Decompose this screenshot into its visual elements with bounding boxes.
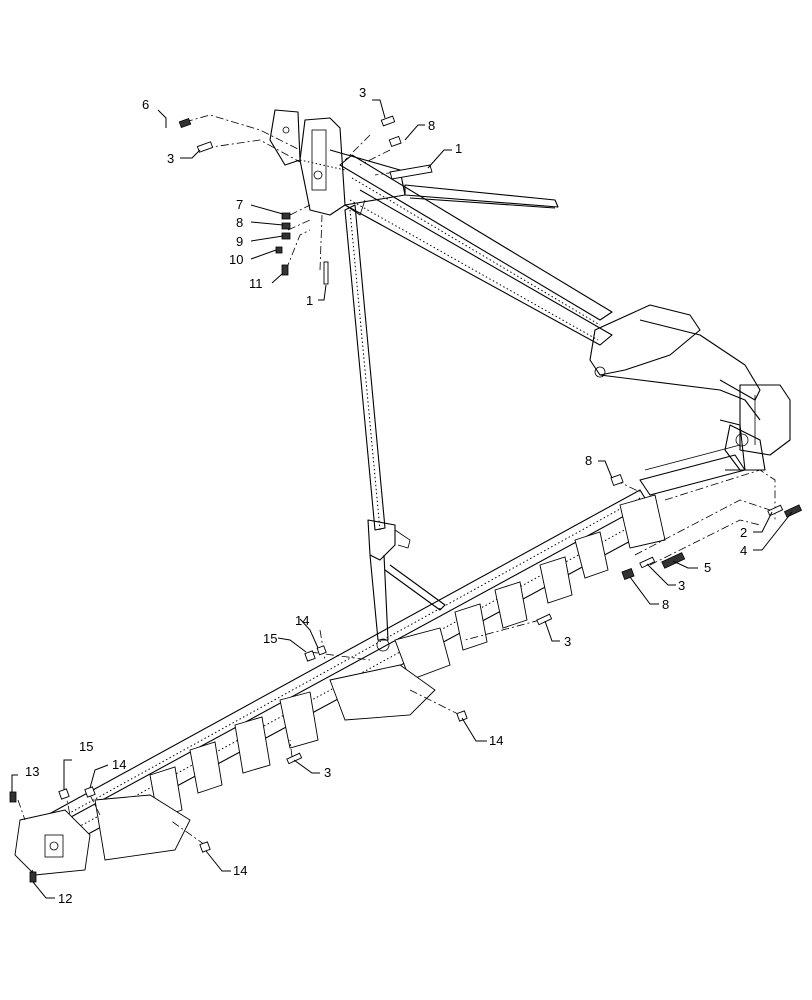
callout-7: 7 bbox=[236, 197, 243, 212]
decal-8c bbox=[610, 473, 624, 487]
decal-11 bbox=[281, 264, 289, 276]
decal-3e bbox=[286, 752, 303, 765]
row-unit-brackets bbox=[14, 494, 666, 876]
decal-3a bbox=[196, 141, 214, 153]
callout-15: 15 bbox=[79, 739, 93, 754]
callout-2: 2 bbox=[740, 525, 747, 540]
diagonal-strut bbox=[344, 204, 446, 652]
callout-9: 9 bbox=[236, 234, 243, 249]
decal-14d bbox=[199, 841, 211, 853]
decal-14a bbox=[316, 645, 327, 656]
decal-1a bbox=[389, 164, 433, 180]
callout-4: 4 bbox=[740, 543, 747, 558]
callout-8: 8 bbox=[428, 118, 435, 133]
callout-labels: 6 3 3 8 1 7 8 9 10 11 1 8 2 4 3 5 8 3 14… bbox=[25, 85, 747, 906]
callout-6: 6 bbox=[142, 97, 149, 112]
callout-5: 5 bbox=[704, 560, 711, 575]
hitch-assembly bbox=[269, 109, 406, 216]
callout-11: 11 bbox=[249, 276, 263, 291]
decal-4 bbox=[783, 504, 803, 518]
decal-3d bbox=[536, 613, 553, 626]
phantom-lines bbox=[17, 114, 776, 876]
callout-1: 1 bbox=[455, 141, 462, 156]
decal-8a bbox=[388, 135, 402, 148]
callout-12: 12 bbox=[58, 891, 72, 906]
decal-9 bbox=[281, 232, 291, 240]
decals bbox=[9, 115, 803, 883]
decal-3c bbox=[639, 556, 656, 569]
callout-8: 8 bbox=[236, 215, 243, 230]
upper-frame-tube bbox=[339, 154, 613, 346]
callout-3: 3 bbox=[359, 85, 366, 100]
callout-1: 1 bbox=[306, 293, 313, 308]
decal-13 bbox=[9, 791, 17, 803]
callout-14: 14 bbox=[295, 613, 309, 628]
decal-1b bbox=[323, 261, 329, 285]
right-link-arm bbox=[639, 419, 746, 496]
decal-12 bbox=[29, 871, 37, 883]
callout-8: 8 bbox=[662, 597, 669, 612]
decal-14c bbox=[84, 786, 96, 798]
decal-8d bbox=[621, 568, 635, 580]
decal-10 bbox=[275, 246, 283, 254]
callout-14: 14 bbox=[112, 757, 126, 772]
callout-3: 3 bbox=[324, 765, 331, 780]
leader-lines bbox=[11, 99, 793, 899]
decal-15b bbox=[58, 788, 70, 800]
right-pivot bbox=[589, 304, 791, 471]
decal-3b bbox=[380, 115, 396, 127]
callout-14: 14 bbox=[489, 733, 503, 748]
decal-8b bbox=[281, 222, 291, 230]
callout-15: 15 bbox=[263, 631, 277, 646]
callout-3: 3 bbox=[167, 151, 174, 166]
callout-13: 13 bbox=[25, 764, 39, 779]
callout-14: 14 bbox=[233, 863, 247, 878]
decal-7 bbox=[281, 212, 291, 220]
callout-3: 3 bbox=[678, 578, 685, 593]
decal-15a bbox=[304, 650, 316, 662]
callout-10: 10 bbox=[229, 252, 243, 267]
decal-5 bbox=[661, 552, 686, 569]
drawbar bbox=[404, 184, 559, 209]
decal-14b bbox=[456, 710, 468, 722]
decal-6 bbox=[178, 117, 192, 129]
callout-3: 3 bbox=[564, 634, 571, 649]
callout-8: 8 bbox=[585, 453, 592, 468]
